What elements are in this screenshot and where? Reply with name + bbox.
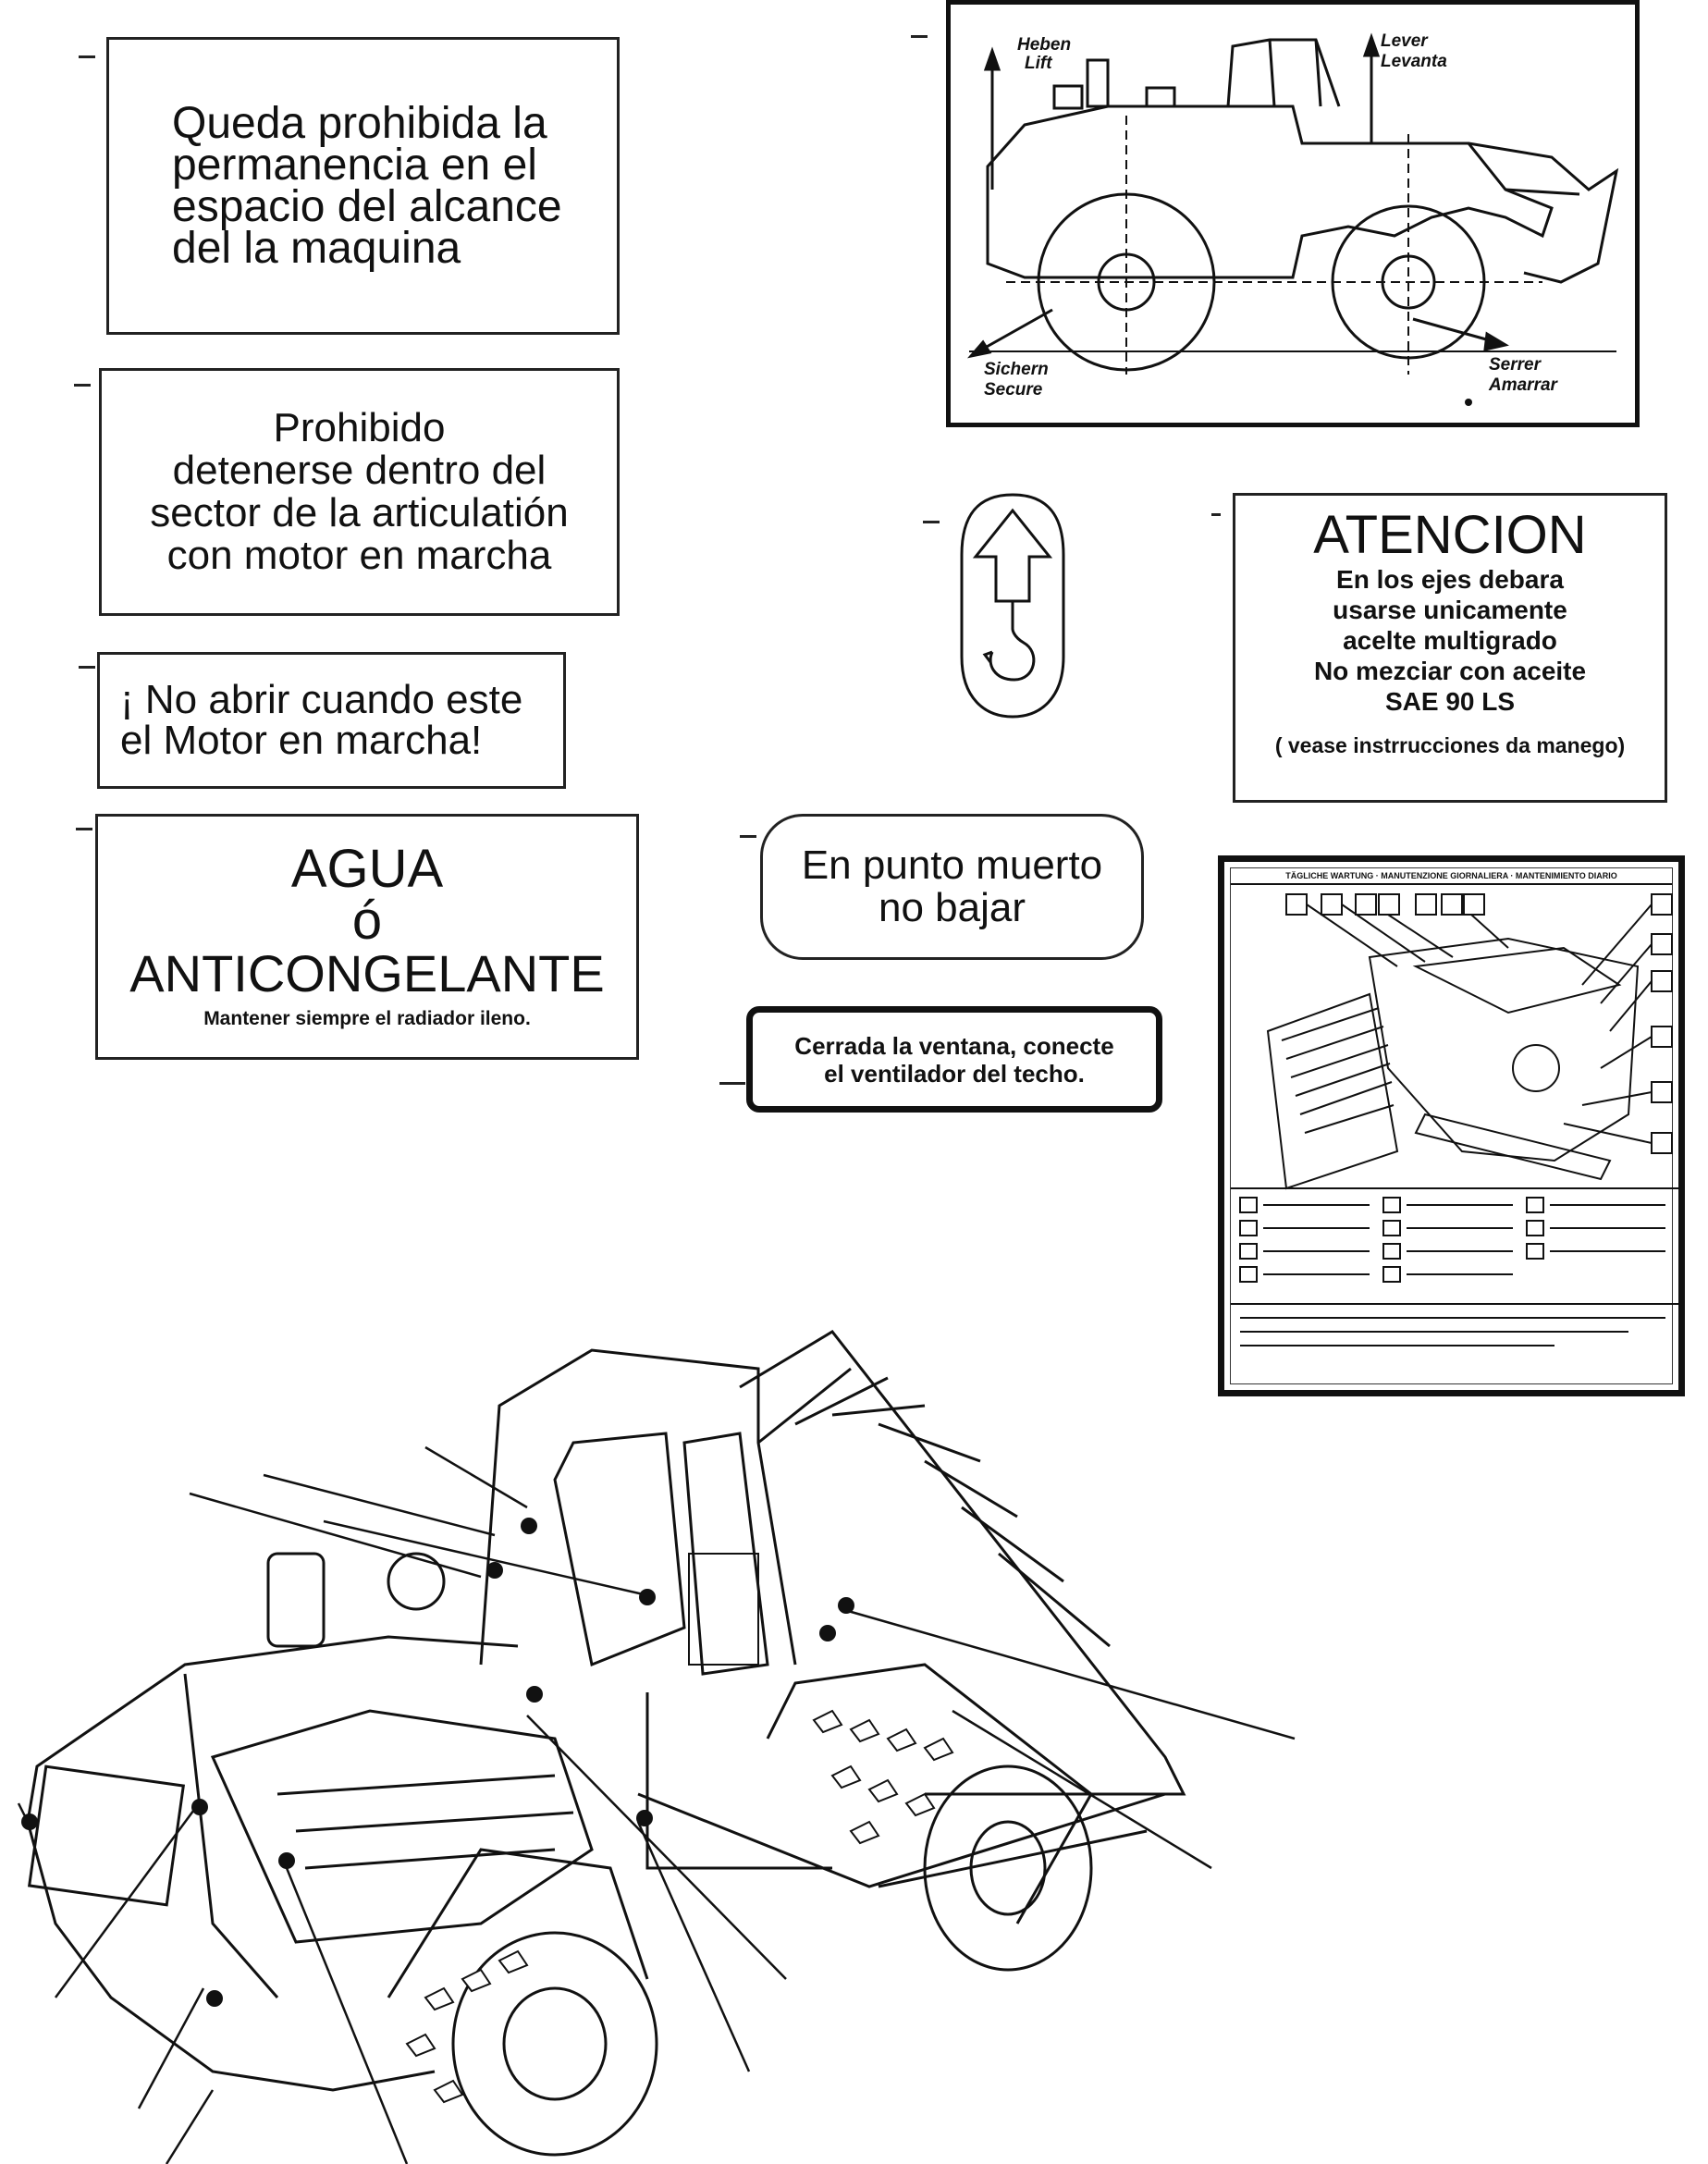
decal-agua-anticongelante: AGUA ó ANTICONGELANTE Mantener siempre e…: [95, 814, 639, 1060]
decal-punto-muerto: En punto muerto no bajar: [760, 814, 1144, 960]
decal-line: no bajar: [878, 885, 1026, 930]
decal-line: permanencia en el: [172, 141, 537, 190]
tick-mark: [923, 521, 940, 523]
label-heben: Heben: [1017, 35, 1072, 55]
decal-line: Queda prohibida la: [172, 99, 547, 148]
decal-line: No mezciar con aceite: [1313, 657, 1587, 685]
decal-line: el ventilador del techo.: [824, 1059, 1085, 1088]
label-levanta: Levanta: [1381, 52, 1447, 71]
tick-mark: [911, 35, 928, 38]
decal-atencion: ATENCION En los ejes debara usarse unica…: [1233, 493, 1667, 803]
daily-maintenance-chart-sign: TÄGLICHE WARTUNG · MANUTENZIONE GIORNALI…: [1218, 855, 1685, 1396]
label-sichern: Sichern: [984, 360, 1049, 379]
decal-articulacion: Prohibido detenerse dentro del sector de…: [99, 368, 620, 616]
decal-line: En punto muerto: [801, 842, 1103, 888]
decal-line: con motor en marcha: [166, 533, 552, 578]
label-amarrar: Amarrar: [1489, 375, 1557, 395]
tick-mark: [719, 1082, 745, 1085]
tick-mark: [740, 835, 756, 838]
decal-line: sector de la articulatión: [150, 490, 569, 535]
tick-mark: [74, 384, 91, 387]
decal-line: usarse unicamente: [1333, 596, 1567, 624]
label-lift: Lift: [1025, 54, 1052, 73]
lift-hook-arrow-icon: [957, 490, 1068, 721]
decal-subtitle: ANTICONGELANTE: [129, 944, 605, 1002]
decal-line: el Motor en marcha!: [120, 718, 483, 763]
tick-mark: [79, 55, 95, 58]
tick-mark: [76, 828, 92, 830]
decal-ventana-ventilador: Cerrada la ventana, conecte el ventilado…: [746, 1006, 1162, 1113]
decal-note: ( vease instrrucciones da manego): [1274, 733, 1626, 757]
decal-line: ¡ No abrir cuando este: [120, 677, 523, 722]
wheel-loader-drawing: [966, 32, 1619, 406]
decal-line: Cerrada la ventana, conecte: [794, 1031, 1114, 1060]
label-secure: Secure: [984, 380, 1043, 400]
decal-line: detenerse dentro del: [172, 448, 547, 493]
tick-mark: [1211, 513, 1221, 516]
decal-prohibida-permanencia: Queda prohibida la permanencia en el esp…: [106, 37, 620, 335]
decal-line: espacio del alcance: [172, 182, 562, 231]
label-lever: Lever: [1381, 31, 1428, 51]
maintenance-sign-title: TÄGLICHE WARTUNG · MANUTENZIONE GIORNALI…: [1231, 868, 1672, 885]
label-serrer: Serrer: [1489, 355, 1541, 375]
decal-middle: ó: [351, 891, 383, 951]
decal-title: ATENCION: [1313, 505, 1587, 565]
decal-line: del la maquina: [172, 224, 461, 273]
decal-line: En los ejes debara: [1336, 565, 1564, 594]
decal-title: AGUA: [290, 839, 444, 899]
decal-line: Prohibido: [273, 405, 446, 450]
decal-line: acelte multigrado: [1343, 626, 1557, 655]
compactor-machine-drawing: [0, 1276, 1708, 2164]
dozer-maintenance-drawing: [1231, 893, 1685, 1346]
tick-mark: [79, 666, 95, 669]
decal-line: SAE 90 LS: [1384, 687, 1516, 716]
decal-no-abrir: ¡ No abrir cuando este el Motor en march…: [97, 652, 566, 789]
decal-note: Mantener siempre el radiador ileno.: [203, 1008, 531, 1029]
loader-lifting-points-sign: Heben Lift Lever Levanta Sichern Secure …: [946, 0, 1640, 427]
